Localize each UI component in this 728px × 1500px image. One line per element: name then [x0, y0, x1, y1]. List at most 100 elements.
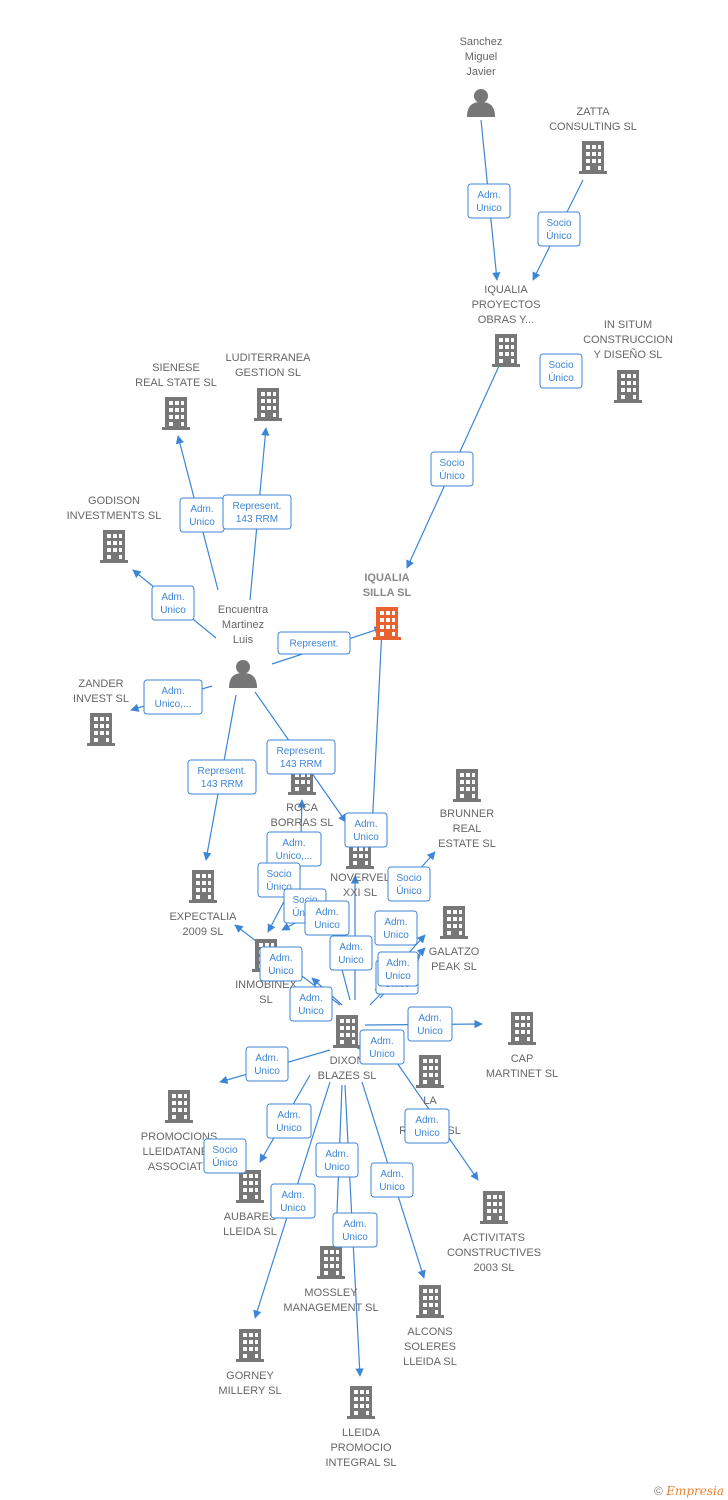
- edge-label-text: Socio: [212, 1145, 237, 1156]
- edge-label[interactable]: Adm.Unico: [259, 946, 303, 982]
- edge-label-text: Unico: [324, 1162, 350, 1173]
- edge-label[interactable]: Adm.Unico: [370, 1162, 414, 1198]
- node-label: MOSSLEY: [304, 1287, 358, 1299]
- edge-label-text: Unico: [383, 930, 409, 941]
- edge-label-box: [259, 946, 303, 982]
- node-label: BORRAS SL: [271, 817, 334, 829]
- edge-label[interactable]: Adm.Unico: [245, 1046, 289, 1082]
- edge-label-box: [329, 935, 373, 971]
- edge-label-box: [266, 739, 336, 775]
- edge-label-text: Adm.: [415, 1115, 438, 1126]
- node-label: LA: [423, 1095, 437, 1107]
- edge-label-text: Único: [212, 1156, 238, 1169]
- node-label: MARTINET SL: [486, 1068, 558, 1080]
- building-icon: [579, 141, 607, 174]
- edge-label[interactable]: Adm.Unico,...: [266, 831, 322, 867]
- edge-label[interactable]: Adm.Unico: [266, 1103, 312, 1139]
- edge-label[interactable]: Adm.Unico: [359, 1029, 405, 1065]
- edge-label-text: Unico: [414, 1128, 440, 1139]
- edge-label[interactable]: Adm.Unico: [374, 910, 418, 946]
- edge-label-text: Unico: [189, 517, 215, 528]
- building-icon: [317, 1246, 345, 1279]
- building-icon: [87, 713, 115, 746]
- building-icon: [508, 1012, 536, 1045]
- edge-label[interactable]: Adm.Unico: [315, 1142, 359, 1178]
- edge-label-box: [203, 1138, 247, 1174]
- edge-label-text: 143 RRM: [280, 759, 322, 770]
- edge-label-box: [332, 1212, 378, 1248]
- node-label: BRUNNER: [440, 808, 494, 820]
- edge-label-box: [143, 679, 203, 715]
- edge-label-text: Adm.: [161, 686, 184, 697]
- edge-label[interactable]: Adm.Unico: [179, 497, 225, 533]
- edge-label-box: [359, 1029, 405, 1065]
- building-icon: [416, 1285, 444, 1318]
- edge-label[interactable]: Adm.Unico: [329, 935, 373, 971]
- copyright-symbol: ©: [654, 1484, 663, 1498]
- edge-label[interactable]: Adm.Unico,...: [143, 679, 203, 715]
- edge-label-text: Represent.: [233, 501, 282, 512]
- edge-label[interactable]: Adm.Unico: [407, 1006, 453, 1042]
- edge-label[interactable]: Adm.Unico: [289, 986, 333, 1022]
- edge-label-box: [377, 951, 419, 987]
- edge-label[interactable]: Adm.Unico: [151, 585, 195, 621]
- edge-label[interactable]: Represent.: [277, 631, 351, 655]
- edge-label[interactable]: Represent.143 RRM: [222, 494, 292, 530]
- node-label: IQUALIA: [364, 572, 409, 584]
- edge-label-box: [289, 986, 333, 1022]
- edge-label-text: Unico: [476, 203, 502, 214]
- edge-label-box: [374, 910, 418, 946]
- edge-label[interactable]: Adm. Unico: [404, 1108, 450, 1144]
- node-label: REAL STATE SL: [135, 377, 217, 389]
- edge-label[interactable]: Adm.Unico: [377, 951, 419, 987]
- node-label: OBRAS Y...: [478, 314, 534, 326]
- node-label: INMOBINEX: [235, 979, 297, 991]
- node-label: 2009 SL: [183, 926, 224, 938]
- node-label: XXI SL: [343, 887, 377, 899]
- edge-label-box: [245, 1046, 289, 1082]
- edge-label-text: Adm.: [418, 1013, 441, 1024]
- node-label: ZATTA: [576, 106, 610, 118]
- edge-label[interactable]: Adm.Unico: [344, 812, 388, 848]
- edge-label[interactable]: Represent.143 RRM: [187, 759, 257, 795]
- edge-label-text: Represent.: [277, 746, 326, 757]
- edge-label[interactable]: Adm.Unico: [467, 183, 511, 219]
- edge-label-text: Adm.: [380, 1169, 403, 1180]
- edge-label-text: Unico: [276, 1123, 302, 1134]
- edge-label[interactable]: Adm.Unico: [332, 1212, 378, 1248]
- edge-label-text: Socio: [292, 895, 317, 906]
- edge-label[interactable]: Adm.Unico: [270, 1183, 316, 1219]
- edge-label[interactable]: Represent. 143 RRM: [266, 739, 336, 775]
- edge-label[interactable]: Adm.Unico: [304, 900, 350, 936]
